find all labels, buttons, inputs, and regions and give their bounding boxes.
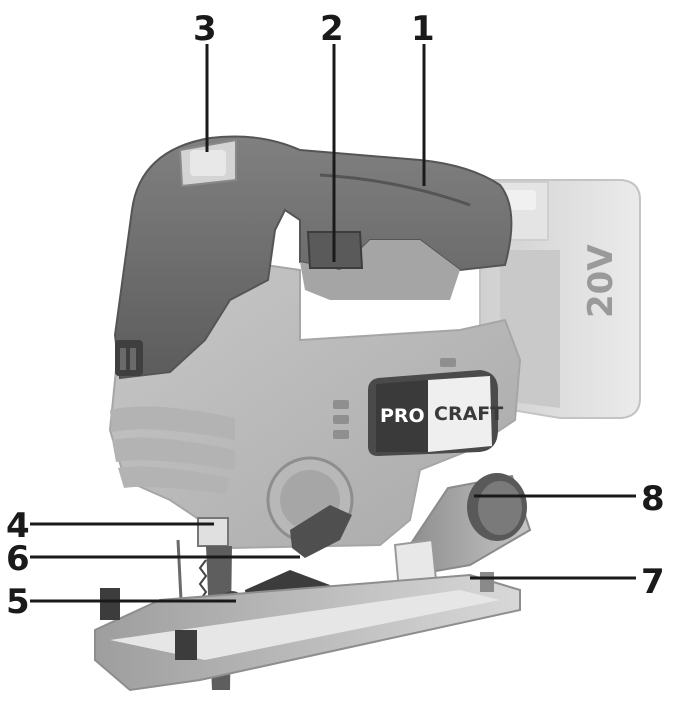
callout-6: 6	[6, 539, 30, 579]
pendulum-lever	[290, 505, 352, 558]
callout-4: 4	[6, 506, 30, 546]
callout-3: 3	[193, 9, 217, 49]
lock-button	[115, 340, 143, 376]
cooling-fins	[110, 406, 235, 494]
callout-2: 2	[320, 9, 344, 49]
brand-left-text: PRO	[380, 405, 425, 427]
callout-5: 5	[6, 582, 30, 622]
callout-1: 1	[411, 9, 435, 49]
battery-voltage-label: 20V	[581, 244, 621, 318]
callouts: 1 2 3 8 4 6 7 5	[6, 9, 665, 622]
brand-right-text: CRAFT	[434, 403, 503, 425]
callout-8: 8	[641, 479, 665, 519]
led-light	[178, 138, 237, 188]
brand-badge: PRO CRAFT	[368, 370, 503, 456]
base-shoe	[94, 572, 521, 692]
callout-7: 7	[641, 562, 665, 602]
